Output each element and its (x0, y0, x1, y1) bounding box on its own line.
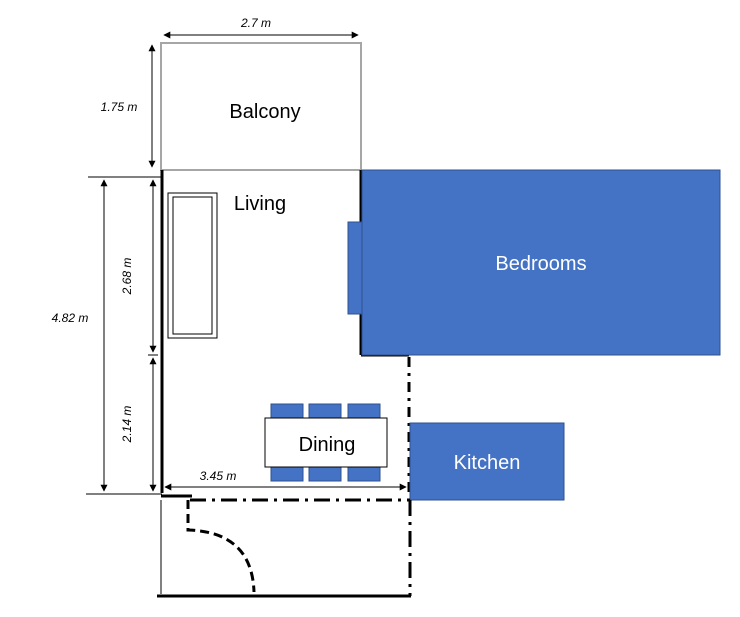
chair-top-2 (308, 403, 342, 420)
total-length-dim-label: 4.82 m (52, 311, 89, 325)
living-length-dim-label: 2.68 m (120, 258, 134, 296)
chair-bottom-3 (347, 465, 381, 482)
living-width-dim-label: 3.45 m (200, 469, 237, 483)
bedrooms-label: Bedrooms (495, 253, 586, 275)
chair-top-3 (347, 403, 381, 420)
dining-label: Dining (299, 434, 356, 456)
living-label: Living (234, 193, 286, 215)
door-swing-arc (186, 500, 256, 593)
balcony-width-dim-label: 2.7 m (240, 16, 271, 30)
balcony-label: Balcony (229, 101, 300, 123)
chair-top-1 (270, 403, 304, 420)
bedrooms-block (361, 169, 721, 356)
sofa-inner (172, 196, 213, 335)
bedroom-door-panel (347, 221, 363, 315)
dining-table (264, 417, 388, 468)
balcony-depth-dim-label: 1.75 m (101, 100, 138, 114)
balcony-outline (160, 42, 362, 171)
chair-bottom-2 (308, 465, 342, 482)
kitchen-block (409, 422, 565, 501)
kitchen-label: Kitchen (454, 452, 521, 474)
dining-length-dim-label: 2.14 m (120, 406, 134, 444)
chair-bottom-1 (270, 465, 304, 482)
